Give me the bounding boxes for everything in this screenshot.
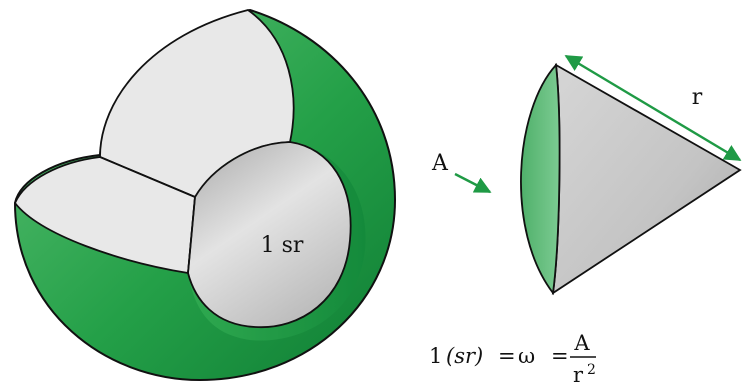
sphere-cut-face-left	[13, 156, 196, 275]
sphere-seam-lines	[99, 156, 196, 274]
radius-arrow	[564, 54, 742, 162]
formula-denominator-exp: 2	[587, 362, 596, 378]
steradian-cavity	[187, 141, 352, 329]
area-label: A	[431, 151, 449, 176]
formula-equals-2: =	[551, 344, 569, 368]
cavity-label: 1 sr	[261, 233, 304, 258]
steradian-formula: 1 (sr) = ω = A r 2	[429, 331, 596, 387]
cone-cap-area	[520, 62, 561, 296]
formula-unit: (sr)	[446, 344, 483, 368]
radius-label: r	[692, 85, 703, 110]
cutaway-sphere: 1 sr	[13, 8, 397, 382]
formula-equals-1: =	[498, 344, 516, 368]
cone-body	[551, 63, 742, 295]
formula-numerator: A	[573, 331, 590, 355]
area-pointer-arrow	[454, 172, 492, 194]
solid-angle-cone: r A	[431, 54, 742, 296]
formula-one: 1	[429, 344, 442, 368]
formula-denominator-base: r	[573, 363, 584, 387]
formula-omega: ω	[518, 344, 535, 368]
formula-denominator: r	[573, 363, 584, 387]
